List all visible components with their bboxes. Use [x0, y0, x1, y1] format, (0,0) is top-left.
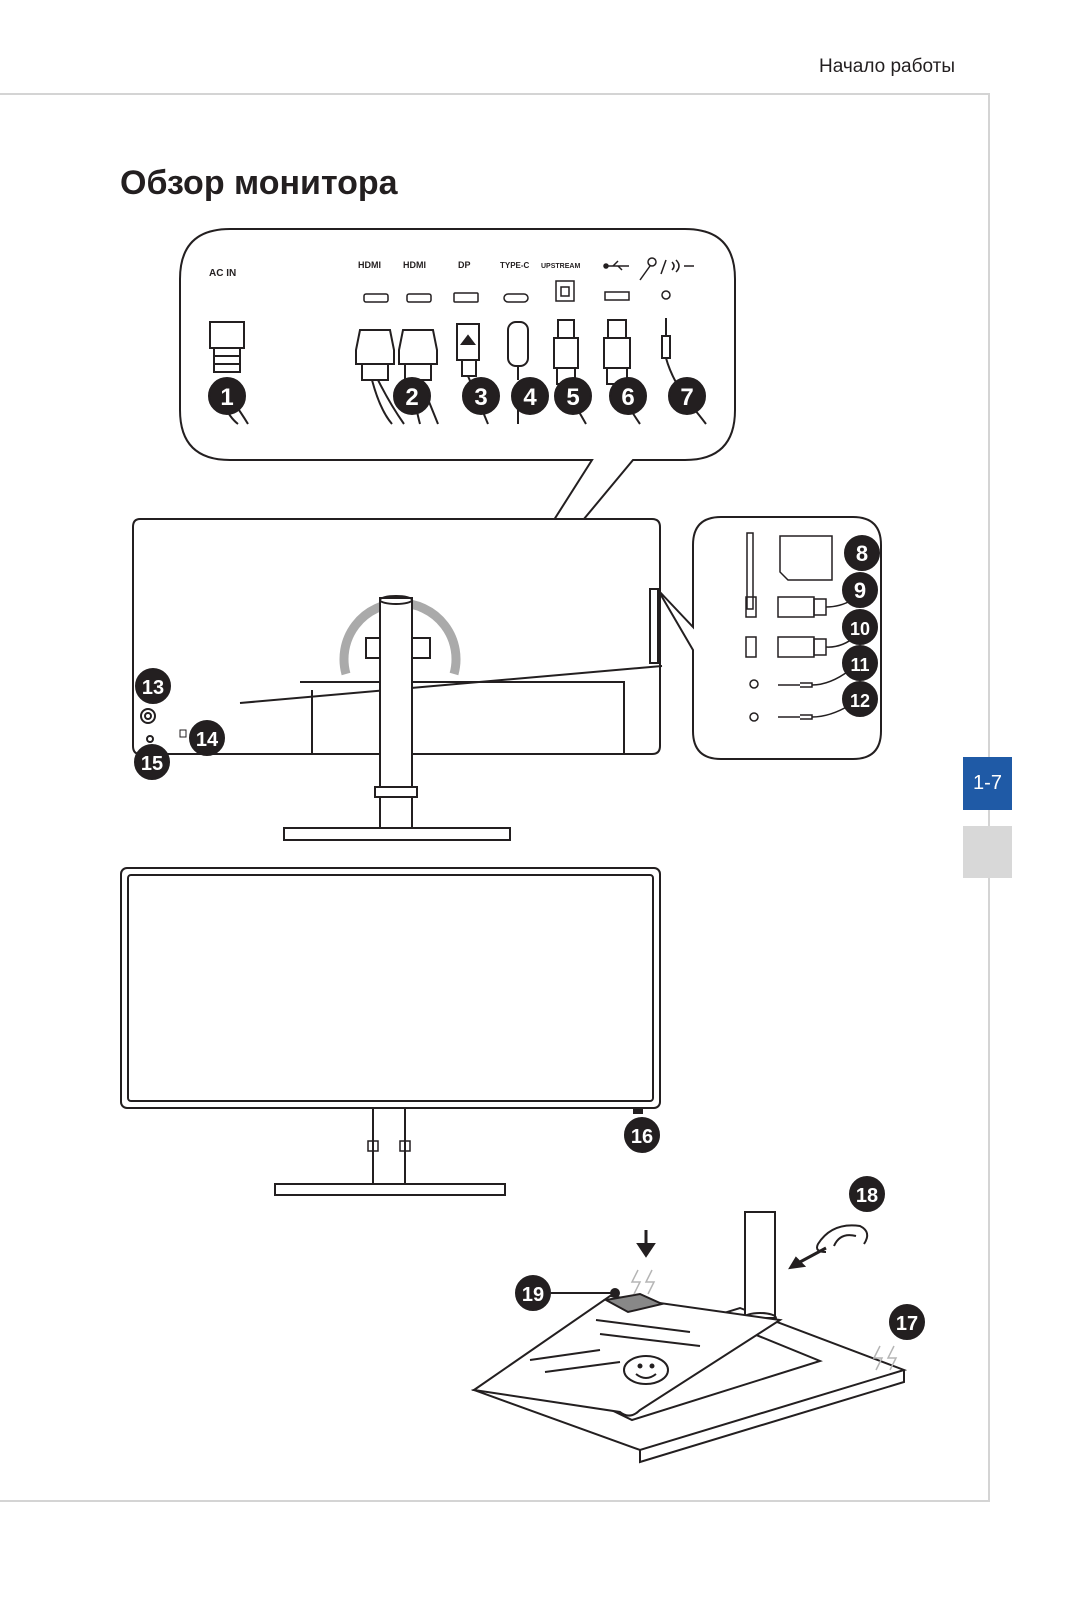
- callout-19: 19: [515, 1275, 551, 1311]
- port-label-type-c: TYPE-C: [500, 261, 530, 270]
- callout-9: 9: [842, 572, 878, 608]
- svg-text:18: 18: [856, 1185, 878, 1207]
- callout-11: 11: [842, 645, 878, 681]
- monitor-front-view: 16: [120, 867, 661, 1196]
- svg-text:17: 17: [896, 1313, 918, 1335]
- svg-text:15: 15: [141, 753, 163, 775]
- callout-15: 15: [134, 744, 170, 780]
- side-io-callout: 8 9 10 11 12: [657, 516, 882, 760]
- callout-10: 10: [842, 609, 878, 645]
- svg-text:19: 19: [522, 1284, 544, 1306]
- svg-text:16: 16: [631, 1126, 653, 1148]
- callout-17: 17: [889, 1304, 925, 1340]
- svg-text:9: 9: [854, 578, 866, 603]
- monitor-rear-view: 13 14 15: [132, 518, 663, 841]
- rear-io-callout: AC IN HDMI HDMI DP TYPE-C UPSTREAM: [179, 228, 736, 669]
- port-label-dp: DP: [458, 260, 471, 270]
- callout-3: 3: [462, 377, 500, 415]
- page-title: Обзор монитора: [120, 164, 398, 202]
- stand-base-view: 17 18 19: [470, 1176, 925, 1464]
- svg-text:11: 11: [850, 655, 869, 675]
- callout-4: 4: [511, 377, 549, 415]
- svg-text:3: 3: [474, 384, 487, 411]
- svg-text:14: 14: [196, 729, 219, 751]
- port-label-hdmi-2: HDMI: [403, 260, 426, 270]
- callout-5: 5: [554, 377, 592, 415]
- callout-18: 18: [849, 1176, 885, 1212]
- callout-14: 14: [189, 720, 225, 756]
- hdmi-connectors: [355, 329, 439, 425]
- port-label-hdmi-1: HDMI: [358, 260, 381, 270]
- page-tab-placeholder: [963, 826, 1012, 878]
- svg-text:7: 7: [680, 384, 693, 411]
- section-header: Начало работы: [818, 56, 955, 77]
- page-frame-bottom: [0, 1500, 990, 1502]
- callout-8: 8: [844, 535, 880, 571]
- svg-text:10: 10: [850, 619, 870, 639]
- usb-symbol-icon: [603, 260, 629, 271]
- callout-12: 12: [842, 681, 878, 717]
- callout-16: 16: [624, 1117, 660, 1153]
- svg-text:6: 6: [621, 384, 634, 411]
- microphone-headphone-symbol-icon: [639, 257, 694, 281]
- port-openings: [363, 280, 671, 303]
- port-label-upstream: UPSTREAM: [541, 263, 580, 270]
- callout-2: 2: [393, 377, 431, 415]
- svg-text:12: 12: [850, 691, 870, 711]
- callout-13: 13: [135, 668, 171, 704]
- callout-7: 7: [668, 377, 706, 415]
- svg-text:5: 5: [566, 384, 579, 411]
- svg-text:8: 8: [856, 541, 868, 566]
- page-frame-top: [0, 93, 990, 95]
- callout-6: 6: [609, 377, 647, 415]
- svg-text:1: 1: [220, 384, 233, 411]
- svg-text:2: 2: [405, 384, 418, 411]
- svg-text:13: 13: [142, 677, 164, 699]
- svg-text:4: 4: [523, 384, 537, 411]
- port-label-ac-in: AC IN: [209, 268, 236, 279]
- page-number-tab: 1-7: [963, 757, 1012, 810]
- callout-1: 1: [208, 377, 246, 415]
